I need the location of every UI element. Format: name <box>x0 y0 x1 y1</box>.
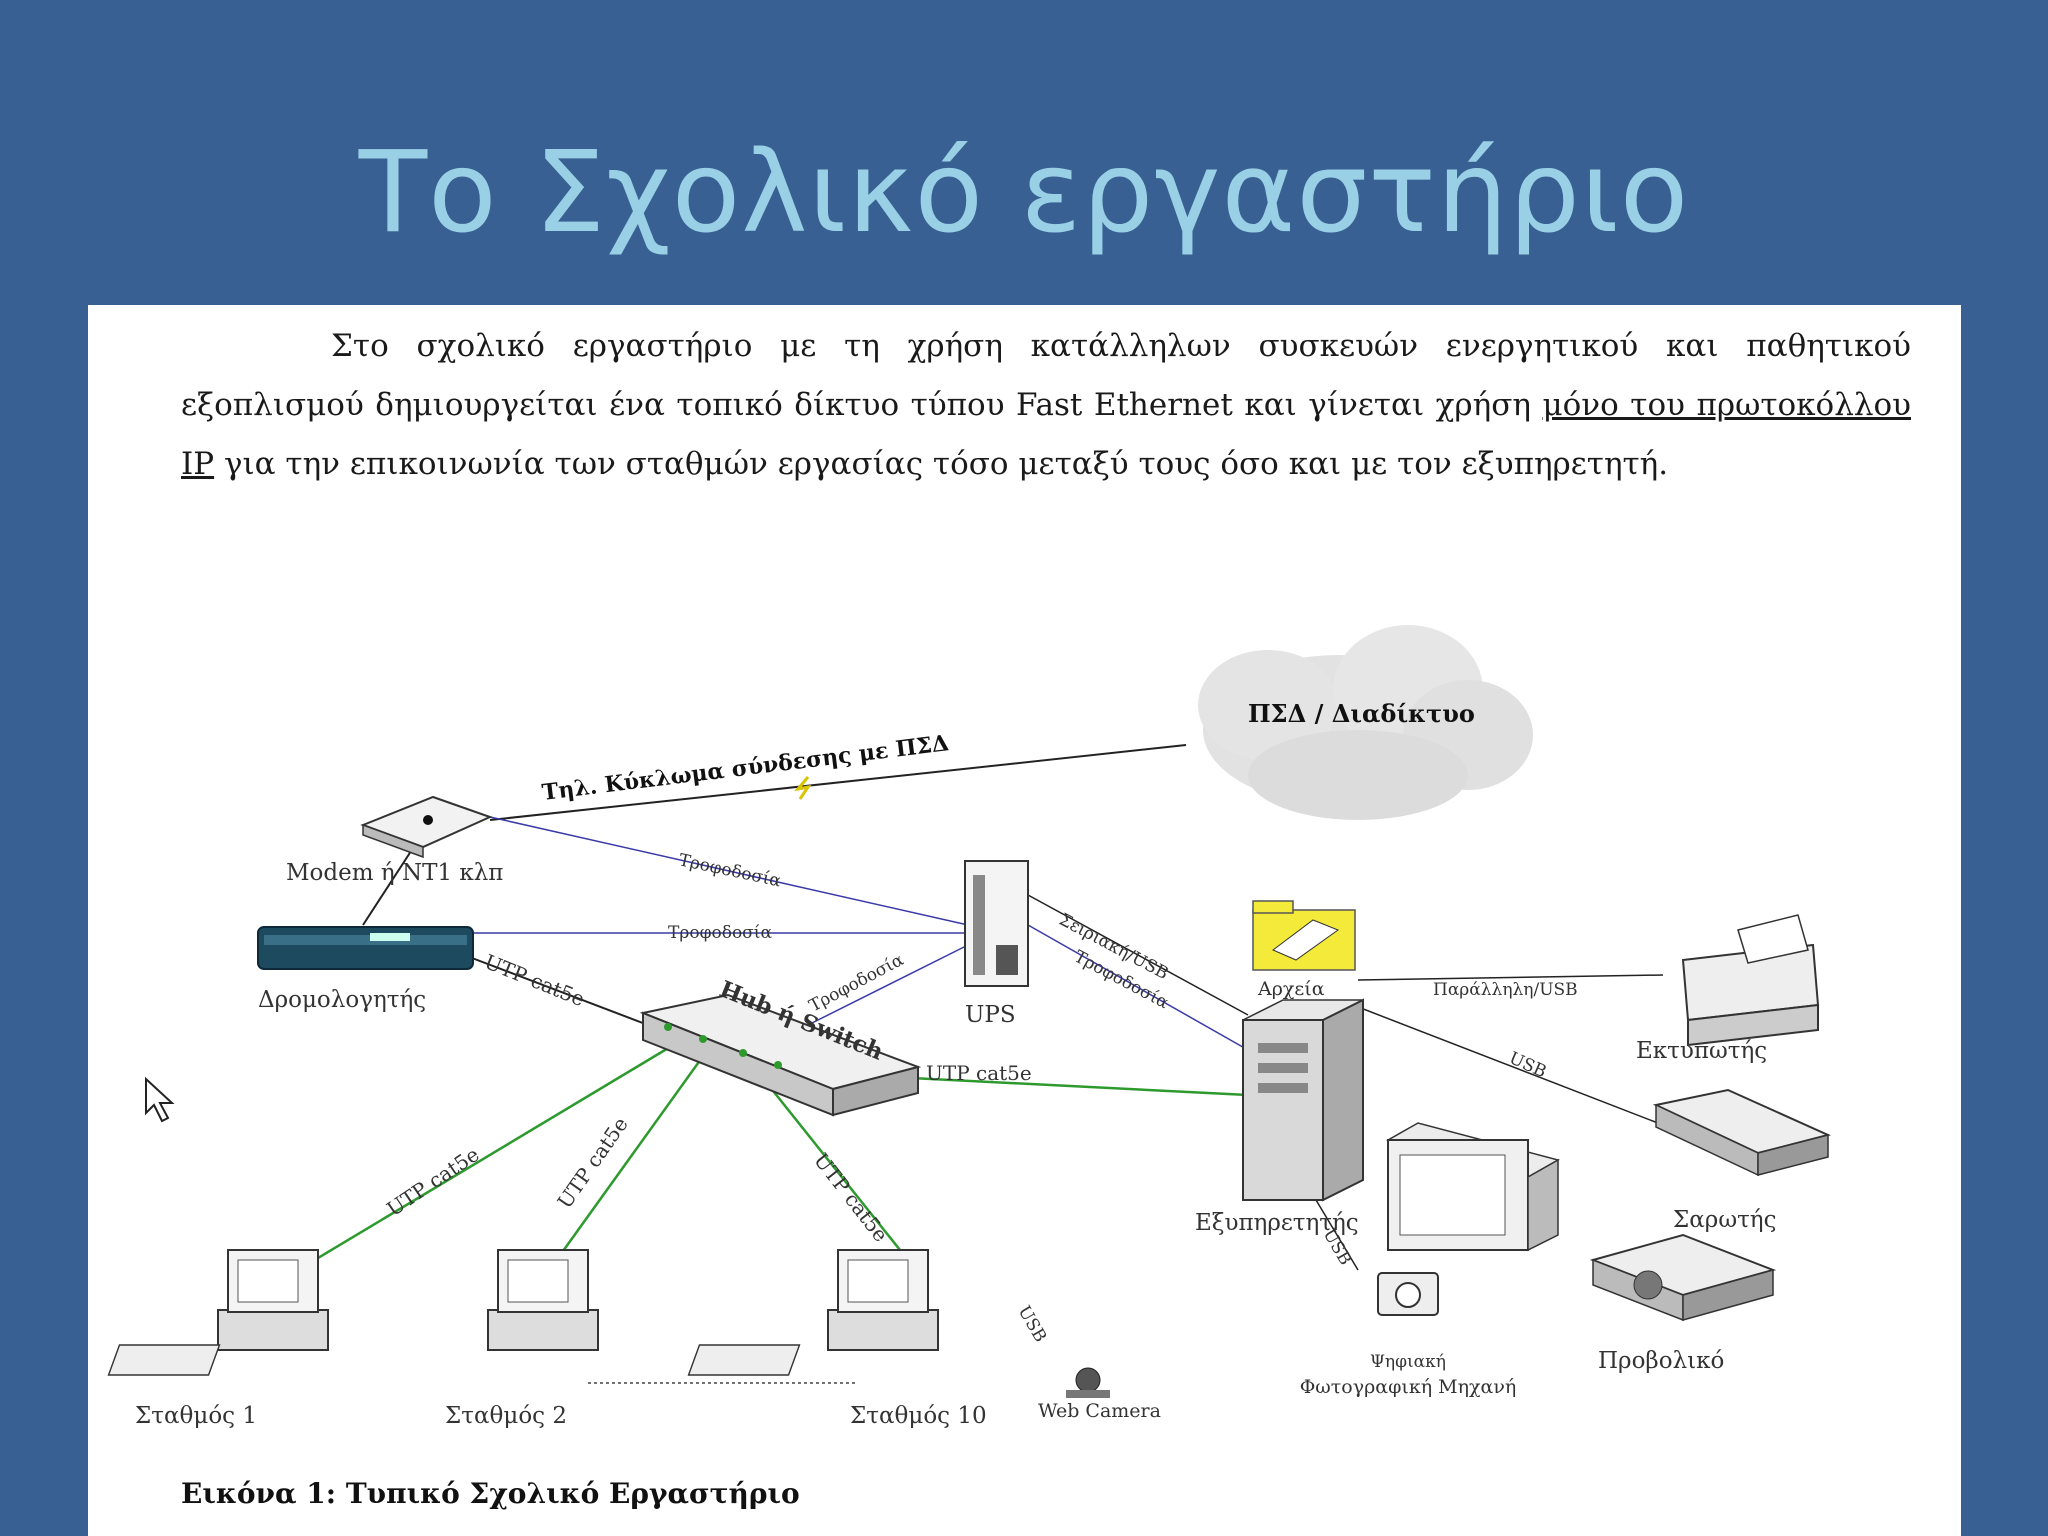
station1-icon <box>217 1249 329 1351</box>
modem-label: Modem ή NT1 κλπ <box>286 860 503 886</box>
usb-line-camera <box>1312 1194 1359 1271</box>
modem-icon <box>360 795 493 859</box>
projector-icon <box>1589 1233 1777 1322</box>
station2-icon <box>107 1249 599 1376</box>
scanner-icon <box>1652 1088 1832 1177</box>
lightning-icon <box>794 776 812 800</box>
paragraph-text: Στο σχολικό εργαστήριο με τη χρήση κατάλ… <box>181 328 1911 423</box>
utp-line-station2 <box>551 1051 708 1266</box>
phone-line <box>489 744 1187 821</box>
hub-icon <box>639 993 922 1117</box>
phone-line-label: Τηλ. Κύκλωμα σύνδεσης με ΠΣΔ <box>541 730 951 806</box>
camera-label: Φωτογραφική Μηχανή <box>1300 1376 1517 1398</box>
folder-icon <box>1252 900 1356 971</box>
camera-icon <box>1377 1272 1439 1316</box>
parallel-usb-line <box>1357 974 1664 981</box>
power-line-hub <box>807 944 969 1026</box>
station10-icon <box>687 1249 939 1376</box>
utp-label-station1: UTP cat5e <box>382 1142 483 1221</box>
server-icon <box>1242 998 1364 1202</box>
monitor-icon <box>1386 1122 1560 1252</box>
station10-label: Σταθμός 10 <box>850 1403 987 1429</box>
router-label: Δρομολογητής <box>258 987 426 1013</box>
utp-label-router: UTP cat5e <box>481 949 588 1011</box>
utp-label-station2: UTP cat5e <box>552 1112 632 1212</box>
content-panel: Στο σχολικό εργαστήριο με τη χρήση κατάλ… <box>88 305 1961 1536</box>
usb-line-scanner <box>1352 1004 1664 1126</box>
webcam-icon <box>1066 1367 1110 1398</box>
cloud-icon <box>1198 625 1533 820</box>
figure-caption: Εικόνα 1: Τυπικό Σχολικό Εργαστήριο <box>181 1477 800 1510</box>
server-label: Εξυπηρετητής <box>1195 1210 1359 1236</box>
usb-label-scanner: USB <box>1506 1048 1549 1082</box>
intro-paragraph: Στο σχολικό εργαστήριο με τη χρήση κατάλ… <box>181 317 1911 494</box>
parallel-usb-label: Παράλληλη/USB <box>1433 980 1578 1000</box>
router-hub-line <box>442 946 649 1026</box>
cursor-icon <box>145 1076 175 1123</box>
station2-label: Σταθμός 2 <box>445 1403 567 1429</box>
station1-label: Σταθμός 1 <box>135 1403 257 1429</box>
scanner-label: Σαρωτής <box>1673 1207 1776 1233</box>
ups-label: UPS <box>965 1002 1016 1028</box>
printer-label: Εκτυπωτής <box>1636 1038 1767 1064</box>
projector-label: Προβολικό <box>1598 1348 1724 1374</box>
power-line-server <box>1027 924 1249 1051</box>
paragraph-underlined: μόνο του πρωτοκόλλου IP <box>181 387 1912 482</box>
usb-label-webcam: USB <box>1014 1303 1051 1346</box>
webcam-label: Web Camera <box>1038 1400 1161 1422</box>
printer-icon <box>1681 914 1820 1047</box>
router-icon <box>257 926 474 970</box>
files-label: Αρχεία <box>1257 978 1325 1000</box>
slide-title: Το Σχολικό εργαστήριο <box>358 128 1690 258</box>
network-diagram: ΠΣΔ / Διαδίκτυο Τηλ. Κύκλωμα σύνδεσης με… <box>107 625 1832 1429</box>
paragraph-text-end: για την επικοινωνία των σταθμών εργασίας… <box>214 446 1669 482</box>
camera-label-1: Ψηφιακή <box>1370 1352 1446 1372</box>
power-label-2: Τροφοδοσία <box>668 923 772 943</box>
power-label-1: Τροφοδοσία <box>677 850 783 891</box>
utp-label-station10: UTP cat5e <box>809 1148 893 1246</box>
utp-label-server: UTP cat5e <box>926 1061 1032 1085</box>
cloud-label: ΠΣΔ / Διαδίκτυο <box>1248 699 1475 728</box>
utp-line-station1 <box>297 1045 671 1272</box>
power-line-modem <box>489 816 969 926</box>
serial-line-ups <box>1027 894 1249 1016</box>
ups-icon <box>964 860 1029 987</box>
